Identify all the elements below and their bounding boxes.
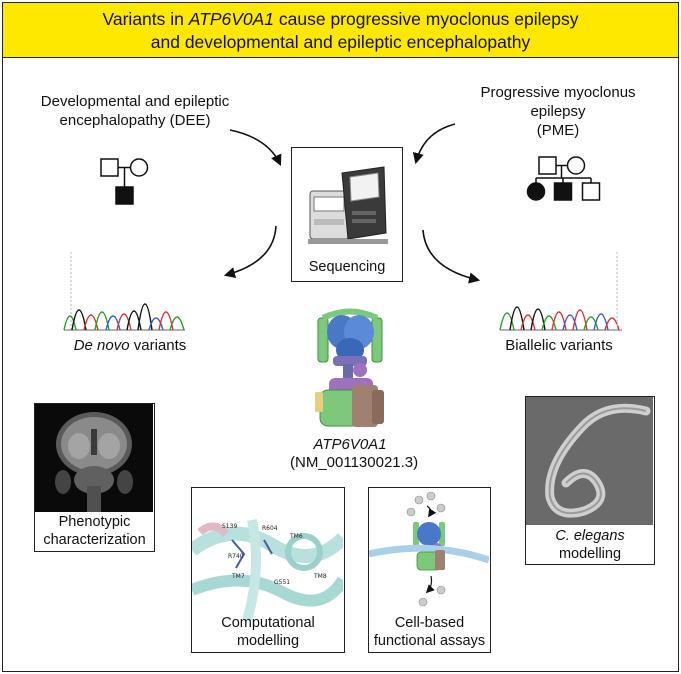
computational-box: S139 R604 TM6 R740 TM7 G551 TM8 Computat… xyxy=(191,487,345,653)
phenotypic-box: Phenotypic characterization xyxy=(34,403,155,552)
phenotypic-caption: Phenotypic characterization xyxy=(43,514,146,548)
de-novo-label: De novo variants xyxy=(73,337,187,354)
residue-label: G551 xyxy=(274,579,290,586)
title-line-1: Variants in ATP6V0A1 cause progressive m… xyxy=(102,9,579,29)
c-elegans-image xyxy=(526,397,653,525)
cell-assay-image xyxy=(369,491,489,607)
sequencing-box: Sequencing xyxy=(291,147,403,282)
biallelic-label: Biallelic variants xyxy=(505,337,613,354)
arrow-sequencing-to-denovo xyxy=(223,225,277,279)
de-novo-chromatogram xyxy=(63,252,185,331)
elegans-caption: C. elegans modelling xyxy=(555,528,625,562)
sequencer-icon xyxy=(308,166,388,244)
cell-based-caption: Cell-based functional assays xyxy=(373,615,486,649)
dee-label: Developmental and epileptic encephalopat… xyxy=(40,93,230,129)
biallelic-chromatogram xyxy=(499,252,622,331)
atp6v0a1-protein-icon xyxy=(315,308,384,427)
brain-mri-image xyxy=(35,404,153,512)
computational-caption: Computational modelling xyxy=(221,615,315,649)
gene-label: ATP6V0A1 (NM_001130021.3) xyxy=(290,436,419,471)
sequencing-caption: Sequencing xyxy=(308,259,386,275)
dee-pedigree-icon xyxy=(100,158,149,205)
title-line-2: and developmental and epileptic encephal… xyxy=(150,32,531,52)
title-banner: Variants in ATP6V0A1 cause progressive m… xyxy=(2,2,679,58)
title-gene-name: ATP6V0A1 xyxy=(188,9,275,29)
arrow-pme-to-sequencing xyxy=(412,123,456,165)
residue-label: R604 xyxy=(262,525,278,532)
elegans-box: C. elegans modelling xyxy=(525,396,655,565)
cell-based-box: Cell-based functional assays xyxy=(368,487,491,653)
arrow-dee-to-sequencing xyxy=(229,129,282,167)
pme-label: Progressive myoclonus epilepsy (PME) xyxy=(480,84,636,139)
residue-label: TM6 xyxy=(289,533,303,540)
residue-label: S139 xyxy=(222,523,237,530)
residue-label: TM7 xyxy=(231,573,245,580)
residue-label: R740 xyxy=(228,553,244,560)
arrow-sequencing-to-biallelic xyxy=(422,229,481,284)
pme-pedigree-icon xyxy=(526,156,601,201)
protein-structure-image: S139 R604 TM6 R740 TM7 G551 TM8 xyxy=(192,519,343,620)
residue-label: TM8 xyxy=(313,573,327,580)
